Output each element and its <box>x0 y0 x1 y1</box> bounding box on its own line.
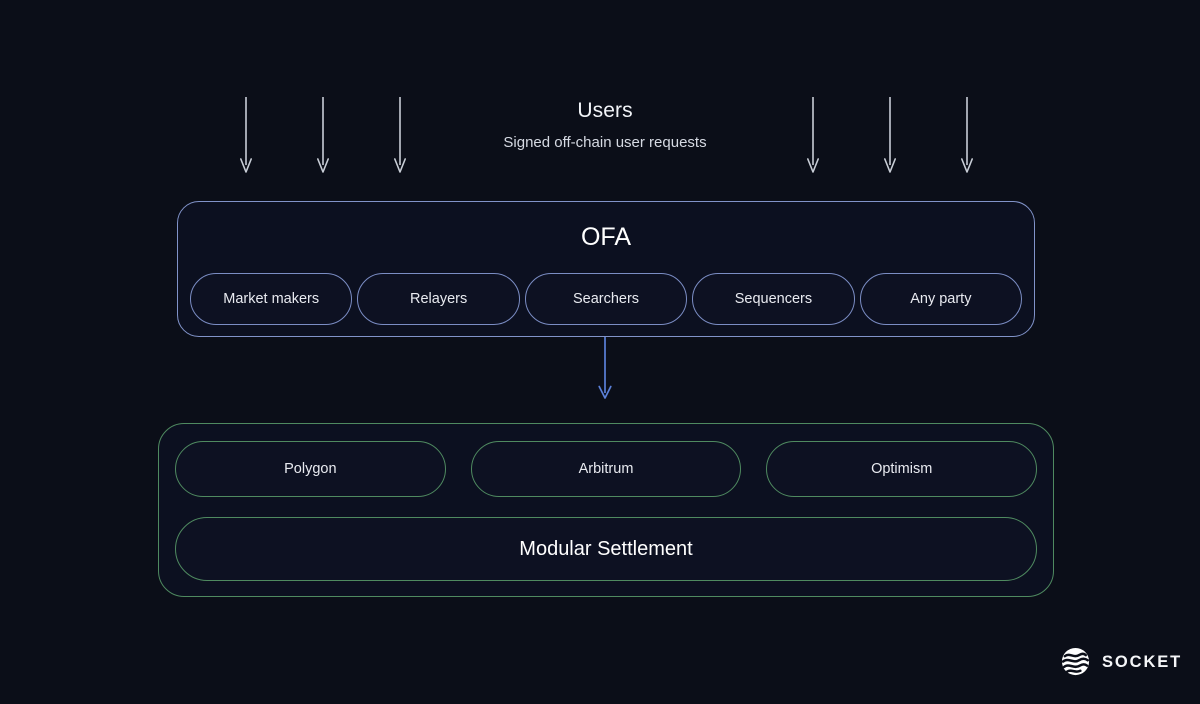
ofa-participant-any-party[interactable]: Any party <box>859 273 1023 325</box>
arrow-down-icon <box>240 97 252 173</box>
ofa-participant-list: Market makers Relayers Searchers Sequenc… <box>190 273 1023 325</box>
arrow-down-icon <box>884 97 896 173</box>
chain-optimism[interactable]: Optimism <box>766 441 1038 497</box>
flow-arrow <box>596 337 614 401</box>
settlement-container: Polygon Arbitrum Optimism Modular Settle… <box>158 423 1054 597</box>
arrow-down-icon <box>961 97 973 173</box>
user-arrow <box>393 95 407 175</box>
chain-list: Polygon Arbitrum Optimism <box>175 441 1038 497</box>
user-arrow <box>883 95 897 175</box>
arrow-down-icon <box>598 337 612 399</box>
ofa-title: OFA <box>580 223 631 251</box>
ofa-participant-searchers[interactable]: Searchers <box>524 273 688 325</box>
ofa-participant-market-makers[interactable]: Market makers <box>190 273 353 325</box>
user-arrow <box>239 95 253 175</box>
user-arrow <box>960 95 974 175</box>
arrow-down-icon <box>317 97 329 173</box>
arrow-down-icon <box>807 97 819 173</box>
chain-arbitrum[interactable]: Arbitrum <box>470 441 742 497</box>
ofa-participant-relayers[interactable]: Relayers <box>357 273 520 325</box>
users-block: Users Signed off-chain user requests <box>405 98 805 153</box>
users-subtitle: Signed off-chain user requests <box>503 134 707 151</box>
user-arrow <box>806 95 820 175</box>
arrow-down-icon <box>394 97 406 173</box>
chain-polygon[interactable]: Polygon <box>175 441 446 497</box>
ofa-container: OFA Market makers Relayers Searchers Seq… <box>177 201 1035 337</box>
users-title: Users <box>577 99 633 122</box>
socket-globe-icon <box>1061 647 1090 676</box>
modular-settlement-box[interactable]: Modular Settlement <box>175 517 1037 581</box>
user-arrow <box>316 95 330 175</box>
brand-logo: SOCKET <box>1060 646 1182 677</box>
brand-wordmark: SOCKET <box>1102 652 1183 671</box>
ofa-participant-sequencers[interactable]: Sequencers <box>692 273 855 325</box>
